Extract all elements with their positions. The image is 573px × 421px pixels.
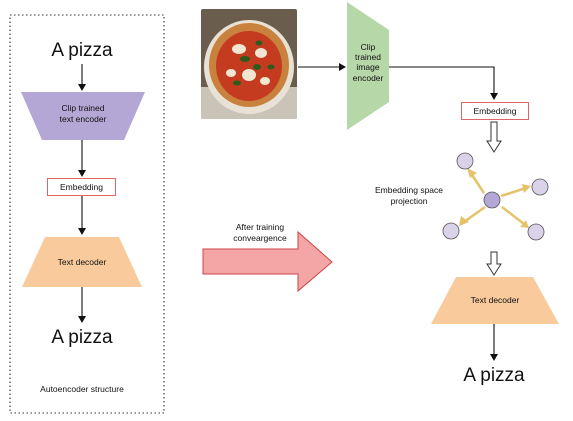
hollow-arrow-to-decoder	[486, 251, 502, 276]
projection-node	[531, 178, 549, 196]
right-embedding-label: Embedding	[473, 106, 517, 116]
projection-node	[456, 152, 474, 170]
pizza-image	[201, 9, 297, 119]
left-output-text: A pizza	[51, 327, 113, 348]
text-encoder-shape	[21, 92, 145, 140]
transition-label: After training conveargence	[233, 222, 287, 243]
image-encoder-label: Clip trained image encoder	[352, 42, 384, 83]
left-input-text: A pizza	[51, 40, 113, 61]
center-node	[483, 191, 501, 209]
left-decoder-label: Text decoder	[57, 257, 107, 267]
right-text-decoder-shape	[431, 277, 559, 324]
projection-arrowheads	[459, 168, 531, 228]
projection-node	[442, 222, 460, 240]
left-text-decoder-shape	[22, 237, 142, 287]
projection-arrows	[463, 174, 527, 225]
right-output-text: A pizza	[463, 365, 525, 386]
image-encoder-shape	[347, 2, 389, 130]
projection-label: Embedding space projection	[374, 185, 444, 206]
hollow-arrow-to-projection	[486, 121, 502, 153]
arrow-encoder-to-embedding-right	[389, 66, 498, 100]
left-embedding-label: Embedding	[59, 182, 103, 192]
projection-node	[527, 223, 545, 241]
left-embedding-box: Embedding	[47, 178, 116, 196]
pizza-photo	[201, 9, 297, 119]
autoencoder-container	[9, 14, 165, 414]
text-encoder-label: Clip trained text encoder	[59, 103, 107, 124]
right-decoder-label: Text decoder	[470, 295, 520, 305]
right-embedding-box: Embedding	[461, 102, 529, 120]
transition-arrow	[202, 230, 333, 293]
autoencoder-caption: Autoencoder structure	[40, 384, 124, 394]
